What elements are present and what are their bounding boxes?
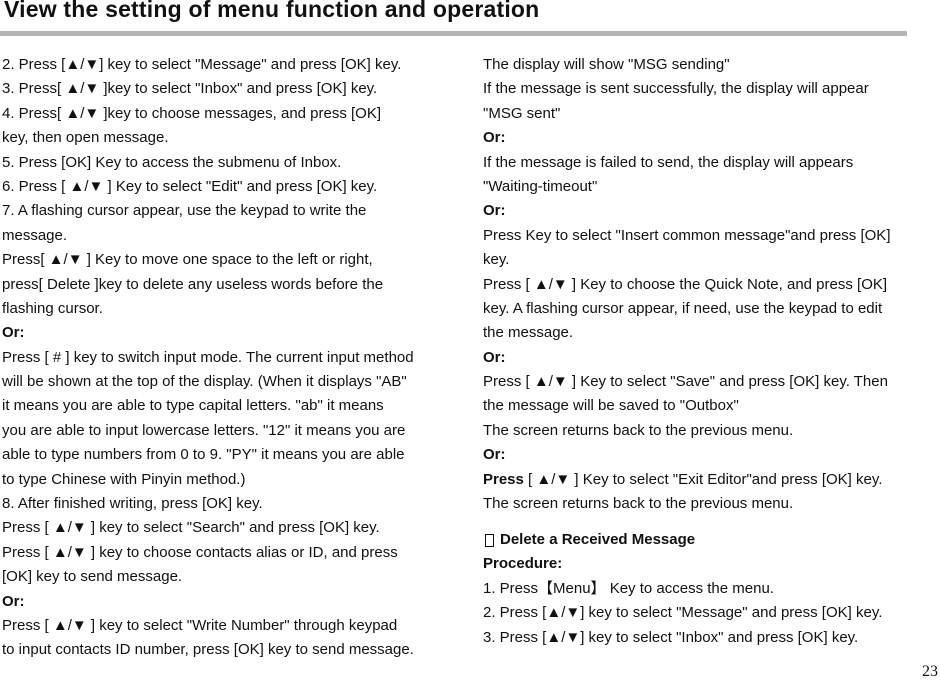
text-line: Press [ ▲/▼ ] key to choose contacts ali… <box>2 543 398 561</box>
procedure-label: Procedure: <box>483 555 563 573</box>
text-line: it means you are able to type capital le… <box>2 397 384 415</box>
text-line: Press [ # ] key to switch input mode. Th… <box>2 348 414 366</box>
text-line: Press Key to select "Insert common messa… <box>483 226 891 244</box>
text-line: Press [ ▲/▼ ] Key to choose the Quick No… <box>483 275 888 293</box>
text-line-bold-lead: Press <box>483 470 524 488</box>
text-line: to type Chinese with Pinyin method.) <box>2 470 246 488</box>
section-heading-text: Delete a Received Message <box>500 531 696 549</box>
text-line: 3. Press[ ▲/▼ ]key to select "Inbox" and… <box>2 80 378 98</box>
left-column: 2. Press [▲/▼] key to select "Message" a… <box>2 53 432 663</box>
section-heading: Delete a Received Message <box>483 528 911 552</box>
text-line: 7. A flashing cursor appear, use the key… <box>2 202 367 220</box>
text-line: you are able to input lowercase letters.… <box>2 421 406 439</box>
text-line: Press [ ▲/▼ ] Key to select "Save" and p… <box>483 373 888 391</box>
text-line: "Waiting-timeout" <box>483 177 598 195</box>
text-line: key. <box>483 251 510 269</box>
procedure-step: 2. Press [▲/▼] key to select "Message" a… <box>483 604 883 622</box>
text-line: Press [ ▲/▼ ] key to select "Search" and… <box>2 519 380 537</box>
text-line: [OK] key to send message. <box>2 568 183 586</box>
text-line: If the message is sent successfully, the… <box>483 80 869 98</box>
or-label: Or: <box>483 446 506 464</box>
text-line: message. <box>2 226 68 244</box>
or-label: Or: <box>483 202 506 220</box>
text-line: able to type numbers from 0 to 9. "PY" i… <box>2 446 405 464</box>
text-line: key, then open message. <box>2 129 169 147</box>
text-line: Press[ ▲/▼ ] Key to move one space to th… <box>2 251 373 269</box>
page-title: View the setting of menu function and op… <box>4 0 540 22</box>
text-line-rest: [ ▲/▼ ] Key to select "Exit Editor"and p… <box>523 470 883 488</box>
text-line: The screen returns back to the previous … <box>483 421 794 439</box>
text-line: 8. After finished writing, press [OK] ke… <box>2 495 263 513</box>
text-line: Press [ ▲/▼ ] Key to select "Exit Editor… <box>483 468 911 492</box>
text-line: press[ Delete ]key to delete any useless… <box>2 275 384 293</box>
text-line: "MSG sent" <box>483 104 561 122</box>
or-label: Or: <box>483 129 506 147</box>
text-line: Press [ ▲/▼ ] key to select "Write Numbe… <box>2 616 398 634</box>
or-label: Or: <box>483 348 506 366</box>
text-line: to input contacts ID number, press [OK] … <box>2 641 414 659</box>
text-line: The display will show "MSG sending" <box>483 56 730 73</box>
text-line: will be shown at the top of the display.… <box>2 373 407 391</box>
text-line: If the message is failed to send, the di… <box>483 153 854 171</box>
text-line: 2. Press [▲/▼] key to select "Message" a… <box>2 56 402 73</box>
text-line: the message will be saved to "Outbox" <box>483 397 739 415</box>
page-number: 23 <box>922 663 938 680</box>
text-line: the message. <box>483 324 574 342</box>
text-line: The screen returns back to the previous … <box>483 495 794 513</box>
text-line: flashing cursor. <box>2 299 103 317</box>
procedure-step: 1. Press【Menu】 Key to access the menu. <box>483 579 774 597</box>
section-gap <box>483 516 911 528</box>
right-column: The display will show "MSG sending" If th… <box>483 53 911 650</box>
text-line: key. A flashing cursor appear, if need, … <box>483 299 883 317</box>
checkbox-icon <box>485 533 494 547</box>
right-column-lines: The display will show "MSG sending" If th… <box>483 53 911 516</box>
text-line: 5. Press [OK] Key to access the submenu … <box>2 153 342 171</box>
text-line: 4. Press[ ▲/▼ ]key to choose messages, a… <box>2 104 382 122</box>
or-label: Or: <box>2 592 25 610</box>
header-rule <box>0 31 907 36</box>
text-line: 6. Press [ ▲/▼ ] Key to select "Edit" an… <box>2 177 378 195</box>
procedure-step: 3. Press [▲/▼] key to select "Inbox" and… <box>483 628 859 646</box>
or-label: Or: <box>2 324 25 342</box>
